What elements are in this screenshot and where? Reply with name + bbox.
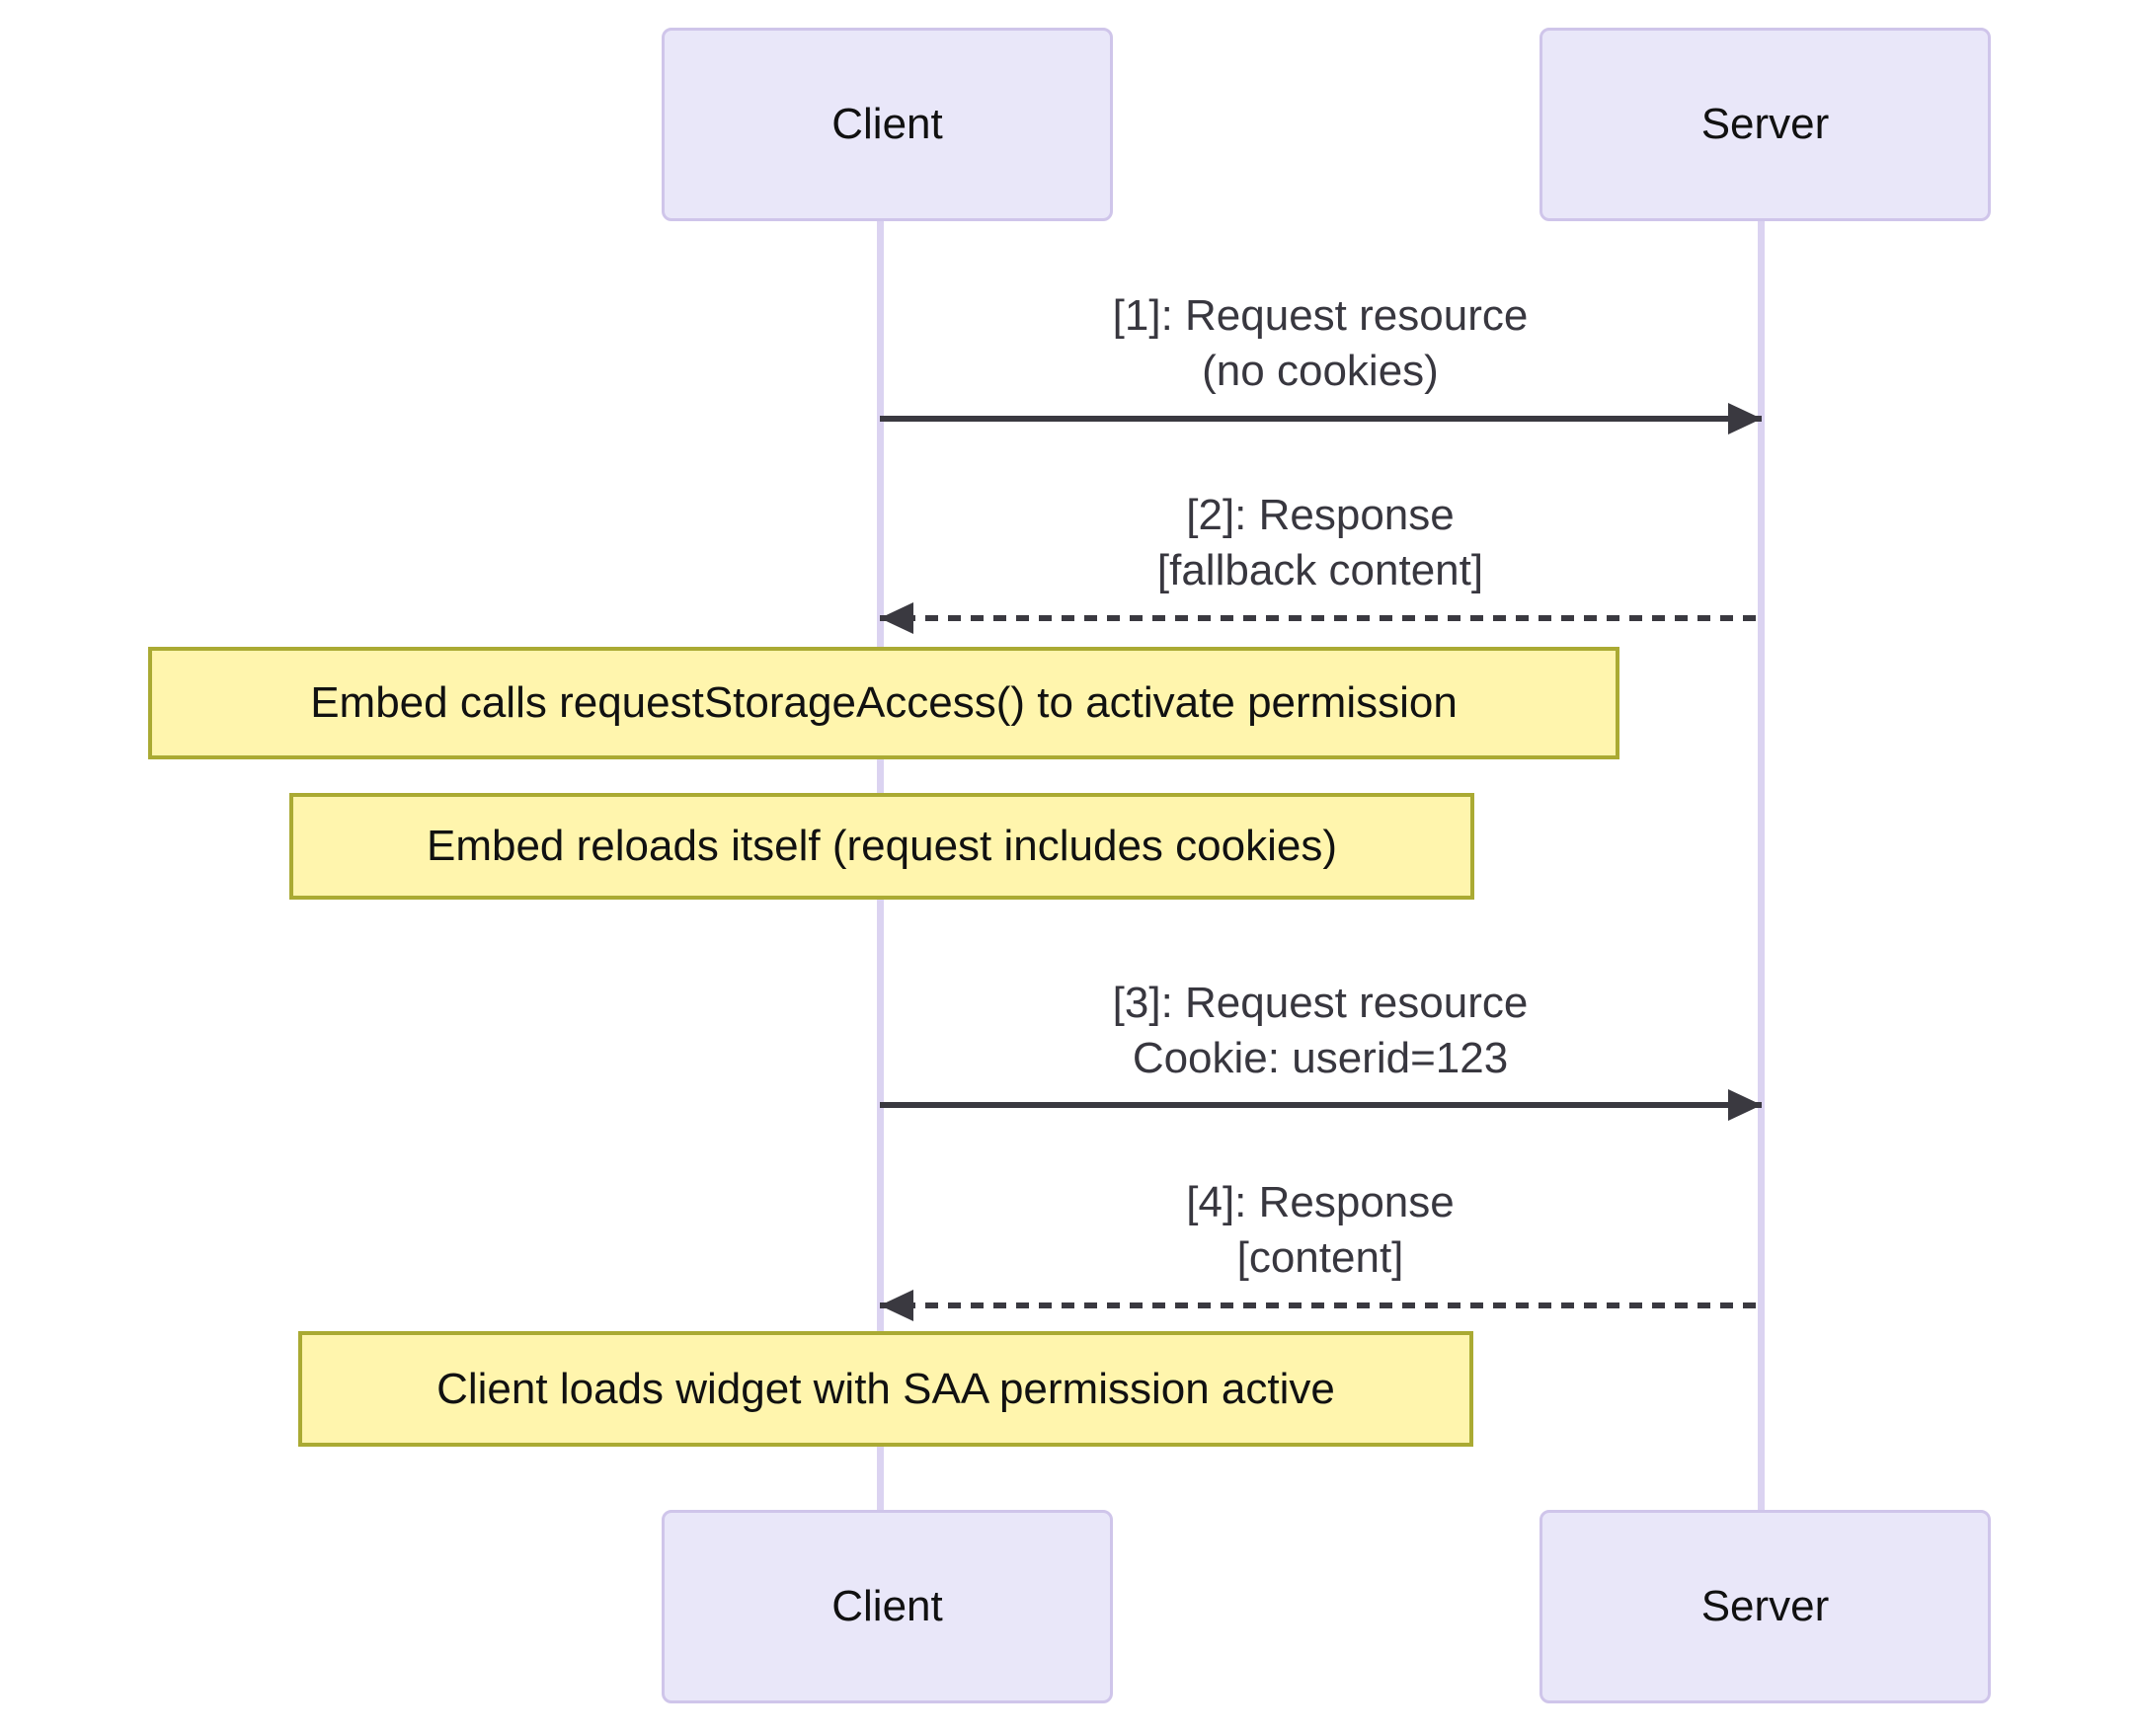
message-3-arrow	[880, 1089, 1762, 1121]
message-3-arrowhead-icon	[1728, 1089, 1762, 1121]
message-4-label: [4]: Response [content]	[880, 1175, 1761, 1286]
message-4-arrow	[880, 1290, 1762, 1321]
message-4-arrowhead-icon	[880, 1290, 913, 1321]
message-4-arrow-line	[880, 1302, 1762, 1308]
server-lifeline	[1758, 221, 1765, 1510]
actor-server-bottom: Server	[1539, 1510, 1991, 1703]
message-3-line-1: [3]: Request resource	[1112, 979, 1529, 1027]
message-2-line-2: [fallback content]	[1156, 546, 1484, 594]
note-client-loads-widget-text: Client loads widget with SAA permission …	[436, 1364, 1335, 1413]
note-embed-reloads-text: Embed reloads itself (request includes c…	[426, 822, 1337, 870]
actor-client-top-label: Client	[831, 100, 943, 148]
message-2-arrowhead-icon	[880, 602, 913, 634]
note-request-storage-access: Embed calls requestStorageAccess() to ac…	[148, 647, 1619, 759]
message-3-label: [3]: Request resource Cookie: userid=123	[880, 976, 1761, 1086]
actor-client-bottom: Client	[662, 1510, 1113, 1703]
message-3-arrow-line	[880, 1102, 1762, 1108]
actor-server-top-label: Server	[1700, 100, 1830, 148]
message-1-line-2: (no cookies)	[1202, 347, 1439, 395]
message-2-line-1: [2]: Response	[1186, 491, 1455, 539]
message-1-arrow-line	[880, 416, 1762, 422]
note-request-storage-access-text: Embed calls requestStorageAccess() to ac…	[310, 678, 1458, 727]
actor-server-bottom-label: Server	[1700, 1582, 1830, 1630]
note-embed-reloads: Embed reloads itself (request includes c…	[289, 793, 1474, 900]
message-1-line-1: [1]: Request resource	[1112, 291, 1529, 340]
actor-client-bottom-label: Client	[831, 1582, 943, 1630]
message-4-line-1: [4]: Response	[1186, 1178, 1455, 1226]
message-1-arrowhead-icon	[1728, 403, 1762, 434]
message-2-arrow-line	[880, 615, 1762, 621]
message-2-label: [2]: Response [fallback content]	[880, 488, 1761, 598]
message-1-arrow	[880, 403, 1762, 434]
message-2-arrow	[880, 602, 1762, 634]
actor-server-top: Server	[1539, 28, 1991, 221]
message-1-label: [1]: Request resource (no cookies)	[880, 288, 1761, 399]
message-3-line-2: Cookie: userid=123	[1132, 1034, 1509, 1082]
note-client-loads-widget: Client loads widget with SAA permission …	[298, 1331, 1473, 1447]
actor-client-top: Client	[662, 28, 1113, 221]
message-4-line-2: [content]	[1236, 1233, 1404, 1282]
